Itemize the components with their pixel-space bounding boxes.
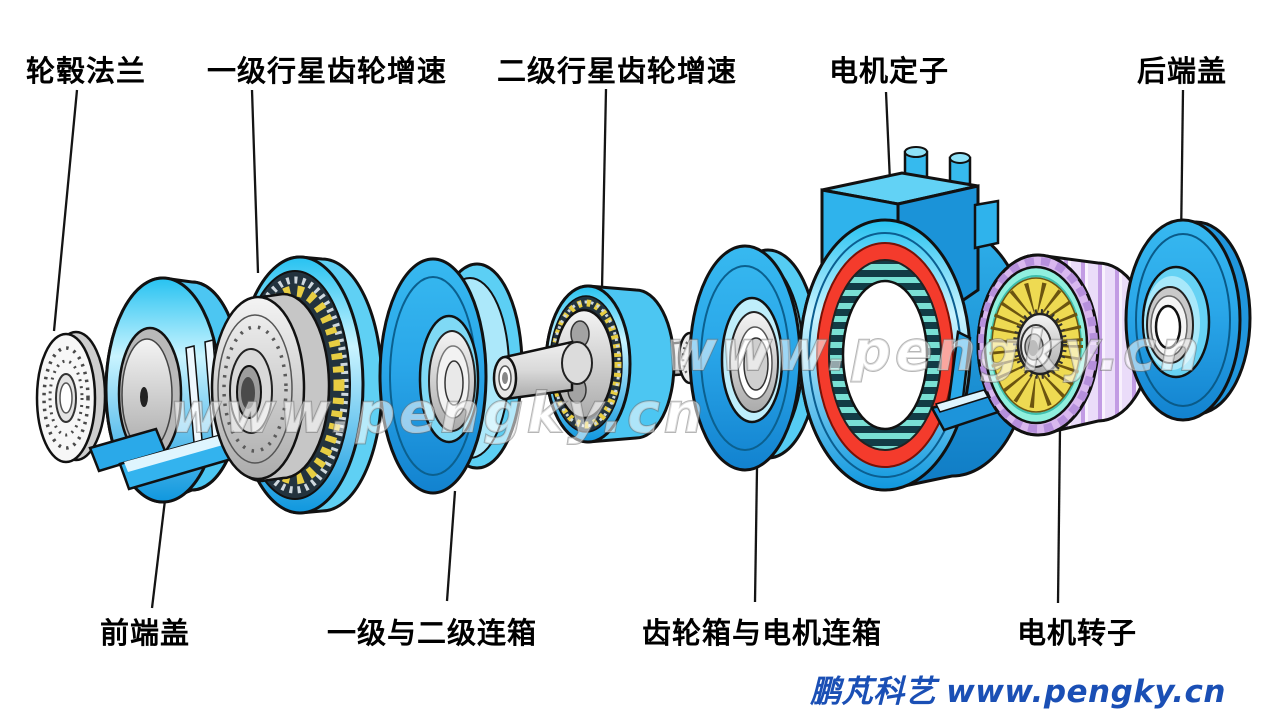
part-stage1-planetary-gear <box>210 255 384 515</box>
label-front-end-cover: 前端盖 <box>99 616 191 650</box>
part-front-end-cover <box>88 276 254 504</box>
part-gearbox-motor-connector <box>688 244 820 472</box>
brand-site-url: www.pengky.cn <box>946 674 1226 710</box>
leader-stage1-stage2-connector <box>445 490 457 602</box>
label-motor-stator: 电机定子 <box>828 54 950 88</box>
leader-stage1-planetary <box>250 89 260 274</box>
label-stage1-stage2-connector: 一级与二级连箱 <box>326 616 538 650</box>
leader-front-end-cover <box>150 499 167 609</box>
leader-gearbox-motor-connector <box>753 467 759 603</box>
part-motor-stator <box>798 146 1032 492</box>
label-motor-rotor: 电机转子 <box>1016 616 1138 650</box>
label-gearbox-motor-connector: 齿轮箱与电机连箱 <box>641 616 883 650</box>
watermark-right: www.pengky.cn <box>666 319 1203 383</box>
leader-motor-rotor <box>1056 427 1062 604</box>
label-stage1-planetary-gear: 一级行星齿轮增速 <box>206 54 448 88</box>
leader-stage2-planetary <box>600 88 608 290</box>
leader-rear-end-cover <box>1179 89 1185 243</box>
part-rear-end-cover <box>1124 218 1252 422</box>
leader-hub-flange <box>52 89 79 332</box>
label-rear-end-cover: 后端盖 <box>1136 54 1228 88</box>
part-stage1-stage2-connector <box>378 257 524 495</box>
watermark-left: www.pengky.cn <box>170 381 707 445</box>
label-hub-flange: 轮毂法兰 <box>25 54 147 88</box>
part-hub-flange <box>35 330 107 464</box>
label-stage2-planetary-gear: 二级行星齿轮增速 <box>496 54 738 88</box>
part-motor-rotor <box>976 253 1152 437</box>
brand-name: 鹏芃科艺 <box>810 674 937 710</box>
leader-lines <box>52 88 1185 609</box>
part-shaft-stage2-planetary-gear <box>492 284 708 444</box>
